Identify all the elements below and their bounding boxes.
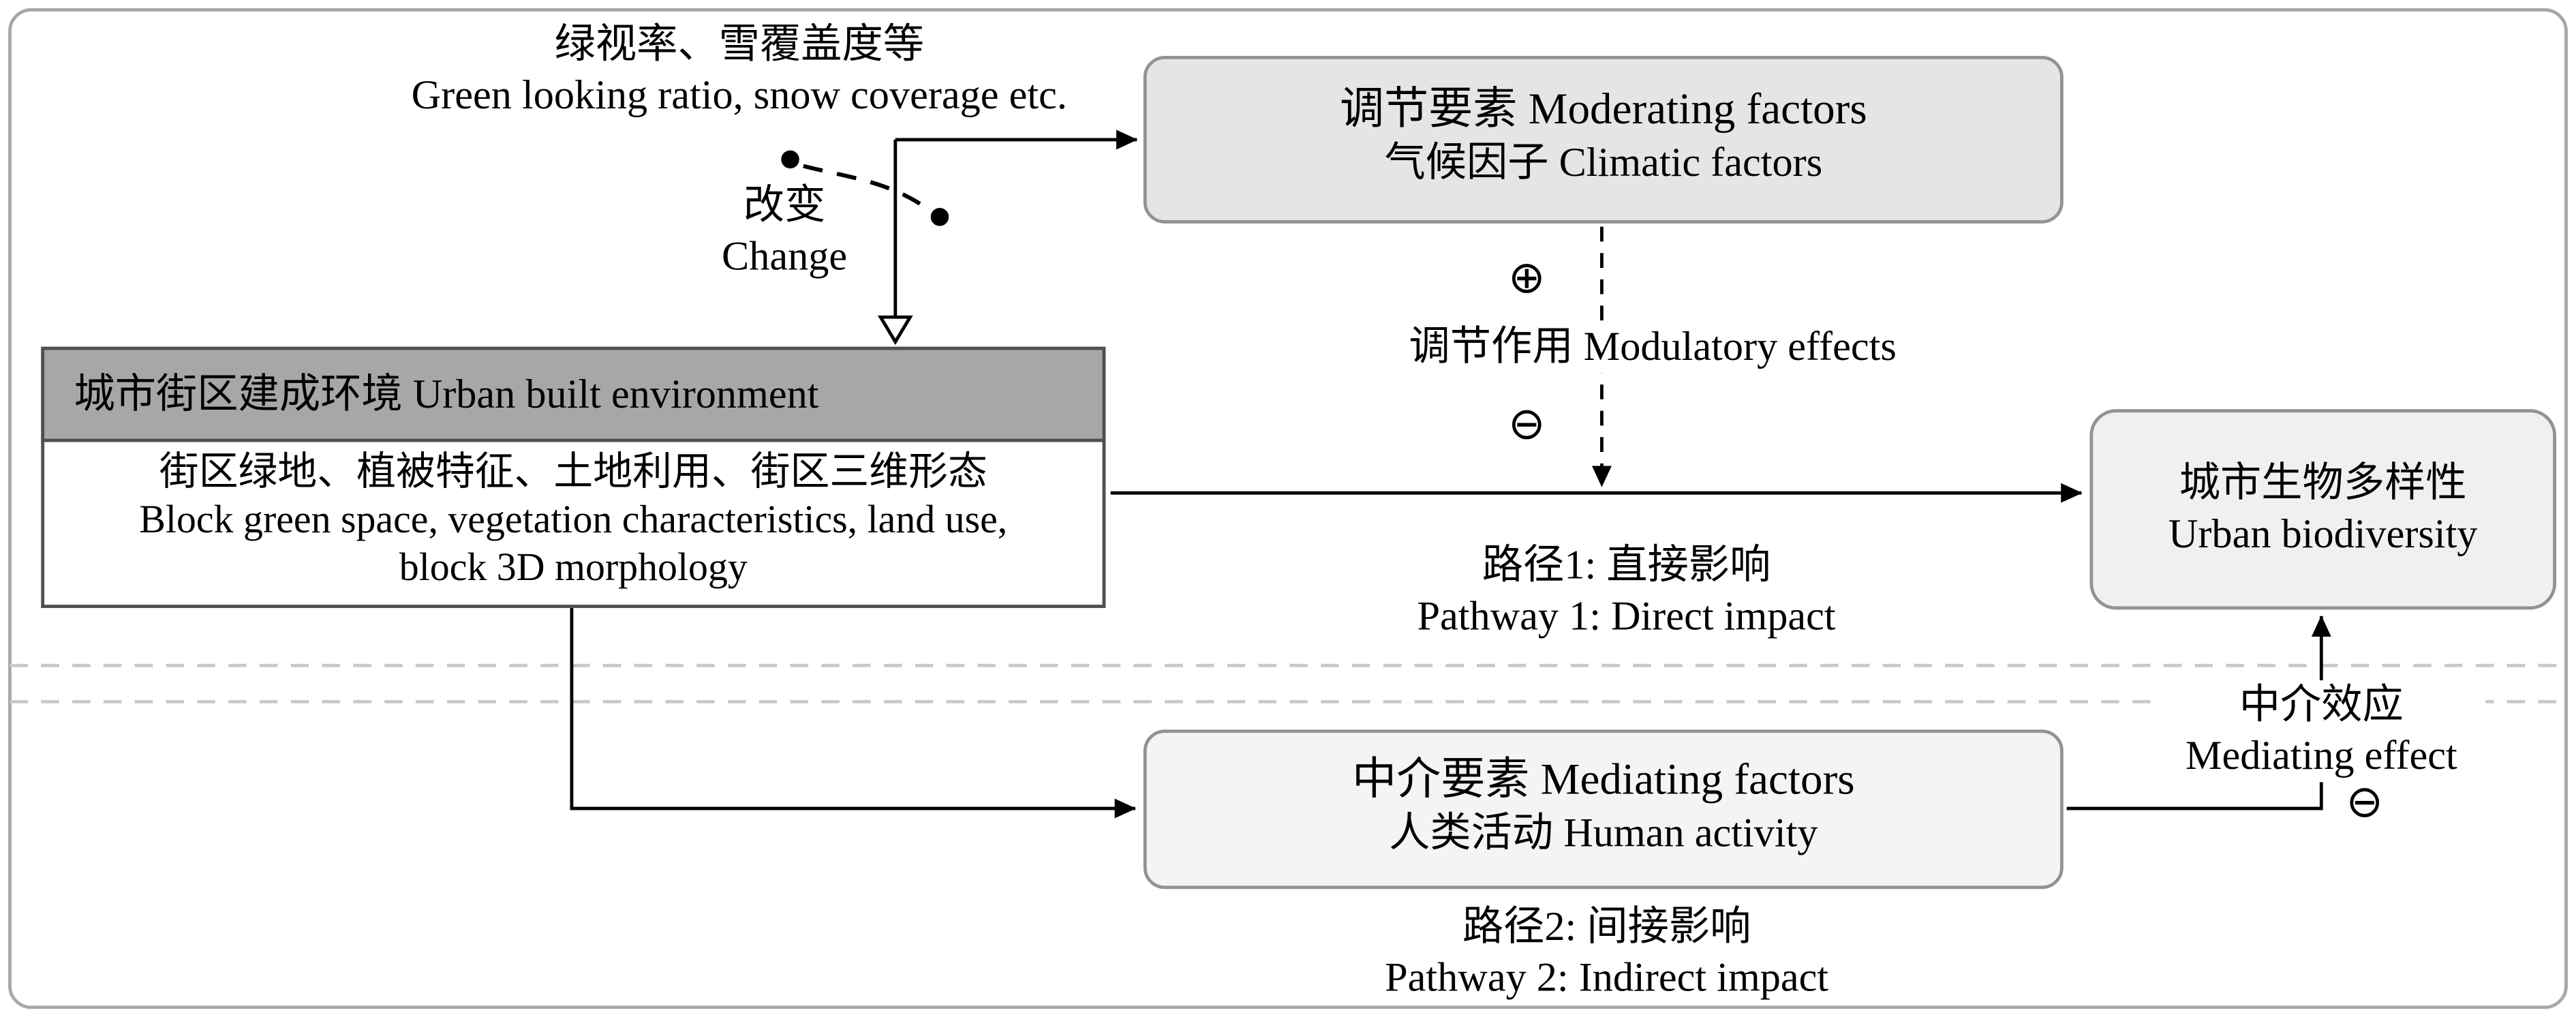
pathway2-zh: 路径2: 间接影响: [1462, 905, 1751, 950]
top-note-zh: 绿视率、雪覆盖度等: [554, 22, 925, 67]
mediating-title: 中介要素 Mediating factors: [1352, 754, 1855, 804]
top-note: 绿视率、雪覆盖度等 Green looking ratio, snow cove…: [328, 20, 1150, 121]
built-environment-line3: block 3D morphology: [399, 547, 748, 590]
plus-sign: ⊕: [1508, 253, 1546, 304]
minus-sign-mediating: ⊖: [2346, 777, 2384, 828]
moderating-subtitle: 气候因子 Climatic factors: [1384, 141, 1823, 186]
moderating-title: 调节要素 Moderating factors: [1340, 83, 1867, 134]
mediating-factors-box: 中介要素 Mediating factors 人类活动 Human activi…: [1143, 729, 2064, 890]
change-label-zh: 改变: [743, 183, 826, 229]
biodiversity-en: Urban biodiversity: [2168, 513, 2478, 558]
change-label: 改变 Change: [673, 181, 895, 282]
top-note-en: Green looking ratio, snow coverage etc.: [411, 74, 1067, 119]
change-dot-right: [930, 207, 949, 226]
biodiversity-box: 城市生物多样性 Urban biodiversity: [2089, 409, 2557, 610]
minus-sign-modulatory: ⊖: [1508, 399, 1546, 451]
built-environment-line1: 街区绿地、植被特征、土地利用、街区三维形态: [159, 451, 987, 495]
mediating-effect-en: Mediating effect: [2185, 734, 2457, 779]
pathway1-en: Pathway 1: Direct impact: [1417, 594, 1836, 639]
biodiversity-zh: 城市生物多样性: [2179, 461, 2467, 506]
change-label-en: Change: [722, 234, 848, 279]
modulatory-effects-label: 调节作用 Modulatory effects: [1373, 322, 1932, 374]
built-environment-header: 城市街区建成环境 Urban built environment: [41, 346, 1106, 442]
pathway2-en: Pathway 2: Indirect impact: [1385, 956, 1829, 1001]
pathway1-label: 路径1: 直接影响 Pathway 1: Direct impact: [1347, 541, 1906, 642]
built-environment-line2: Block green space, vegetation characteri…: [139, 499, 1008, 543]
change-dot-left: [781, 150, 799, 169]
mediating-effect-label: 中介效应 Mediating effect: [2157, 680, 2486, 783]
built-environment-box: 城市街区建成环境 Urban built environment 街区绿地、植被…: [41, 346, 1106, 608]
mediating-subtitle: 人类活动 Human activity: [1389, 811, 1818, 856]
pathway2-label: 路径2: 间接影响 Pathway 2: Indirect impact: [1315, 902, 1899, 1003]
figure-border: [8, 8, 2568, 1010]
mediating-effect-zh: 中介效应: [2239, 683, 2404, 728]
pathway1-zh: 路径1: 直接影响: [1482, 543, 1771, 589]
builtenv-to-mediating-arrow: [570, 598, 1136, 819]
change-dashed-link: [803, 164, 932, 213]
moderating-factors-box: 调节要素 Moderating factors 气候因子 Climatic fa…: [1143, 55, 2064, 224]
mediating-to-biodiversity-arrow: [2066, 615, 2331, 810]
open-arrowhead-down: [877, 315, 913, 346]
